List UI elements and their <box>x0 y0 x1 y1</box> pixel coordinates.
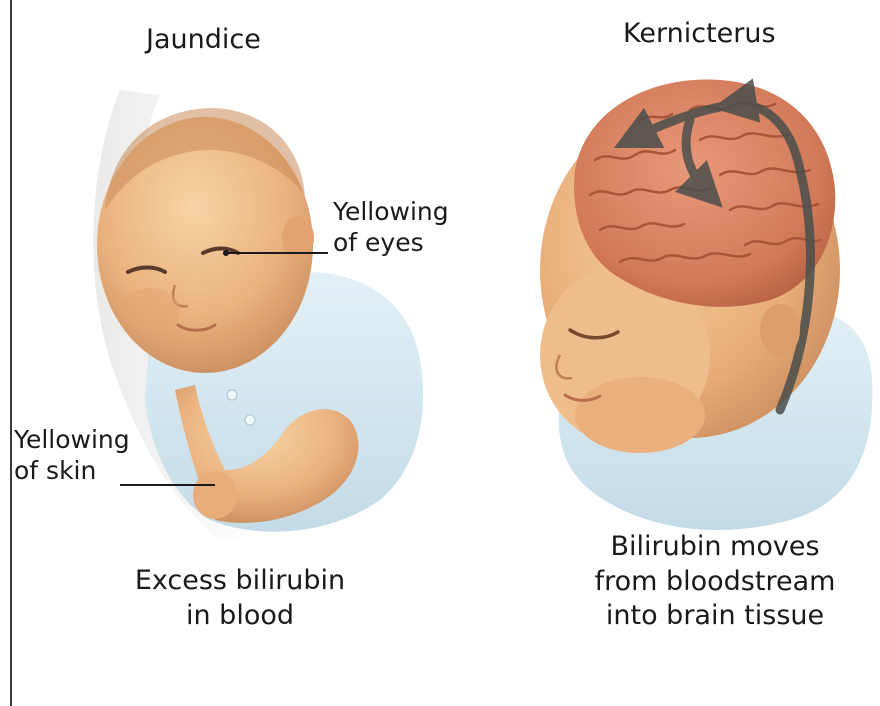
onesie-button <box>227 390 237 400</box>
kernicterus-caption: Bilirubin moves from bloodstream into br… <box>570 530 860 634</box>
jaundice-title: Jaundice <box>146 24 261 56</box>
baby-chin <box>575 377 705 453</box>
kernicterus-caption-line-1: Bilirubin moves <box>570 530 860 565</box>
callout-eyes-line-1: Yellowing <box>333 196 449 227</box>
onesie-button <box>245 415 255 425</box>
callout-dot-eyes <box>223 250 229 256</box>
jaundice-caption: Excess bilirubin in blood <box>115 564 365 633</box>
kernicterus-caption-line-2: from bloodstream <box>570 565 860 600</box>
jaundice-caption-line-1: Excess bilirubin <box>115 564 365 599</box>
jaundice-baby-illustration <box>93 90 423 540</box>
kernicterus-title: Kernicterus <box>623 18 776 50</box>
callout-skin-line-1: Yellowing <box>14 424 130 455</box>
callout-eyes-line-2: of eyes <box>333 227 449 258</box>
kernicterus-caption-line-3: into brain tissue <box>570 599 860 634</box>
baby-ear <box>760 304 800 356</box>
callout-yellowing-of-eyes: Yellowing of eyes <box>333 196 449 259</box>
jaundice-caption-line-2: in blood <box>115 599 365 634</box>
callout-yellowing-of-skin: Yellowing of skin <box>14 424 130 487</box>
baby-hand <box>193 471 237 519</box>
kernicterus-baby-illustration <box>540 80 872 530</box>
baby-cheek <box>120 288 180 332</box>
callout-skin-line-2: of skin <box>14 455 130 486</box>
